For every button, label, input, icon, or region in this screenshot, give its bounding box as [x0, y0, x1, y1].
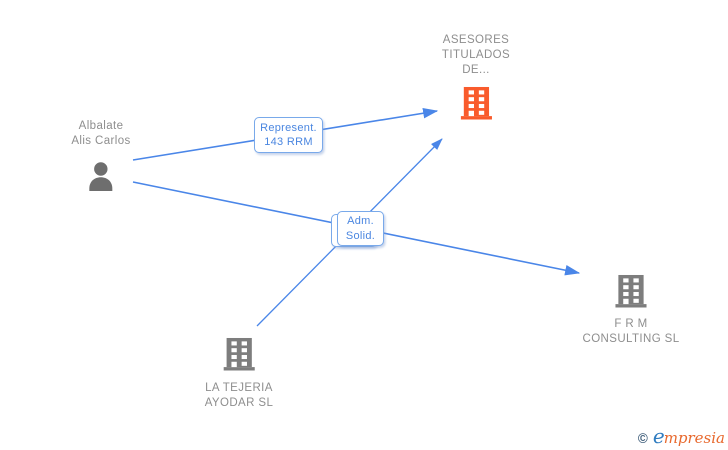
company-name-line3: DE...	[462, 64, 490, 76]
logo-wordmark: mpresia	[663, 429, 725, 447]
copyright-icon: ©	[637, 431, 648, 446]
company-name-line1: F R M	[614, 318, 648, 330]
node-company-tejeria[interactable]: LA TEJERIA AYODAR SL	[205, 337, 274, 411]
node-company-asesores[interactable]: ASESORES TITULADOS DE...	[442, 33, 510, 125]
person-name-line2: Alis Carlos	[71, 135, 131, 147]
company-name-line2: AYODAR SL	[204, 397, 274, 409]
edge-label-line2: Solid.	[345, 229, 376, 242]
edge-label-line1: Adm.	[347, 215, 374, 227]
node-person-albalate[interactable]: Albalate Alis Carlos	[71, 119, 130, 196]
building-icon	[614, 274, 647, 313]
company-name-line1: LA TEJERIA	[205, 382, 273, 394]
company-name-line1: ASESORES	[442, 34, 510, 46]
edge-label-line1: Represent.	[260, 121, 317, 134]
company-name-line2: CONSULTING SL	[582, 333, 680, 345]
node-company-frm[interactable]: F R M CONSULTING SL	[582, 274, 679, 347]
edge-label-represent[interactable]: Represent. 143 RRM	[254, 117, 323, 153]
empresia-logo: © e mpresia	[638, 424, 725, 448]
company-name-line2: TITULADOS	[441, 49, 511, 61]
edge-label-line2: 143 RRM	[264, 136, 313, 148]
person-name-line1: Albalate	[78, 120, 124, 132]
edge-label-adm-solid[interactable]: Adm. Solid.	[337, 211, 384, 246]
building-icon-highlighted	[459, 86, 492, 125]
logo-initial: e	[652, 424, 665, 448]
person-icon	[87, 162, 114, 196]
building-icon	[222, 337, 255, 376]
